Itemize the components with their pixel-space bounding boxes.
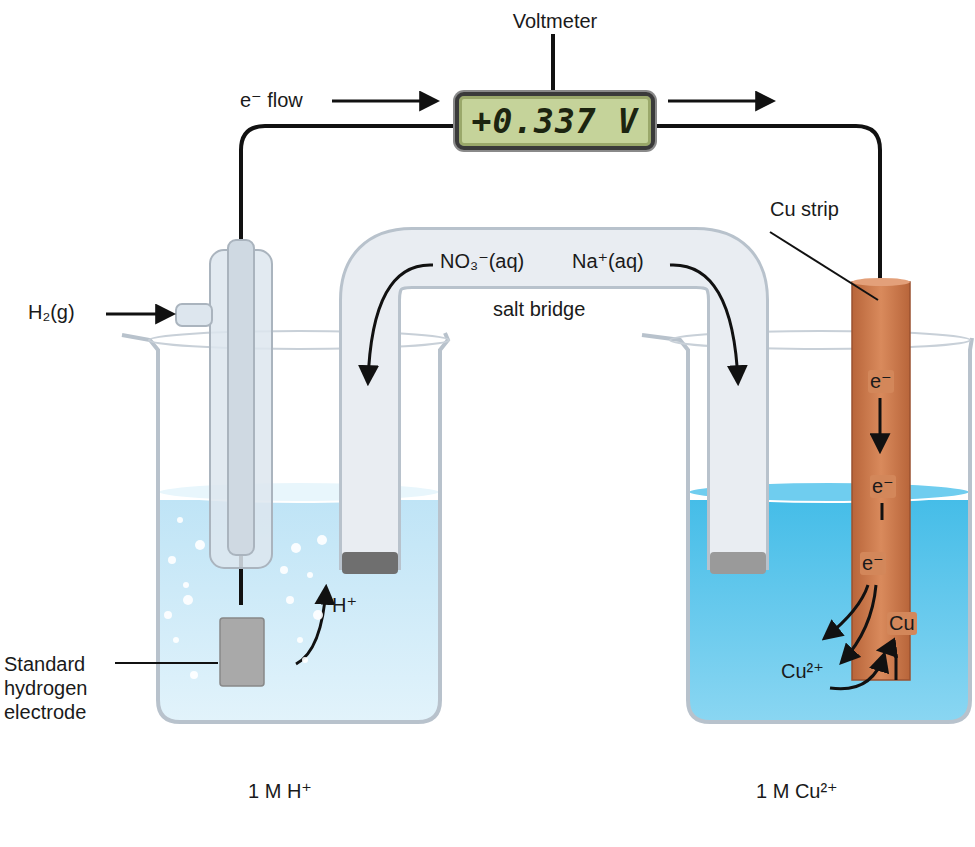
ion-label: NO₃⁻(aq) xyxy=(440,250,524,273)
instrument-name: Voltmeter xyxy=(513,10,597,33)
concentration-label: 1 M H⁺ xyxy=(248,780,312,803)
right-beaker xyxy=(642,331,972,722)
ion-label: H⁺ xyxy=(332,594,357,617)
leader-line xyxy=(115,662,218,664)
concentration-label: 1 M Cu²⁺ xyxy=(756,780,838,803)
electron-label: e⁻ xyxy=(870,475,896,498)
voltage-reading: +0.337 V xyxy=(472,102,639,141)
gas-label: H₂(g) xyxy=(28,301,75,324)
metal-label: Cu xyxy=(887,612,917,635)
ion-label: Cu²⁺ xyxy=(781,660,824,683)
ion-label: Na⁺(aq) xyxy=(572,250,644,273)
part-name: Cu strip xyxy=(770,198,839,221)
part-name: Standard hydrogen electrode xyxy=(4,652,116,724)
part-name: salt bridge xyxy=(493,298,585,321)
voltmeter-display: Voltmeter+0.337 V xyxy=(455,92,655,150)
salt-bridge-tube xyxy=(342,258,766,574)
electron-label: e⁻ xyxy=(868,370,894,393)
hydrogen-bubbles xyxy=(164,517,327,679)
wires xyxy=(241,34,880,605)
hydrogen-electrode xyxy=(106,240,326,686)
electron-flow-label: e⁻ flow xyxy=(240,89,303,112)
electron-label: e⁻ xyxy=(860,552,886,575)
